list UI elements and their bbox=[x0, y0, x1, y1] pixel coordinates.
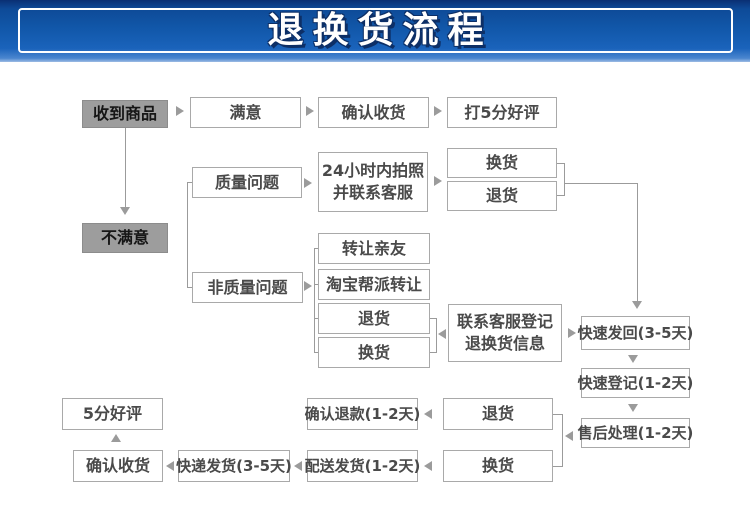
header-banner: 退换货流程 bbox=[0, 0, 750, 62]
connector-line bbox=[564, 183, 637, 184]
arrow-left-icon bbox=[166, 461, 174, 471]
connector-line bbox=[564, 163, 565, 196]
arrow-right-icon bbox=[304, 281, 312, 291]
node-fast-register: 快速登记(1-2天) bbox=[578, 368, 693, 398]
connector-line bbox=[314, 248, 315, 352]
arrow-right-icon bbox=[568, 328, 576, 338]
node-exchange-quality: 换货 bbox=[447, 148, 557, 178]
node-taobao-group-transfer: 淘宝帮派转让 bbox=[318, 269, 430, 300]
node-return-quality: 退货 bbox=[447, 181, 557, 211]
arrow-down-icon bbox=[632, 301, 642, 309]
connector-line bbox=[187, 182, 192, 183]
connector-line bbox=[125, 128, 126, 207]
header-border: 退换货流程 bbox=[18, 8, 733, 53]
node-5-star-review: 5分好评 bbox=[62, 398, 163, 430]
node-confirm-receipt-top: 确认收货 bbox=[318, 97, 429, 128]
arrow-right-icon bbox=[434, 176, 442, 186]
arrow-right-icon bbox=[304, 178, 312, 188]
node-label-line2: 退换货信息 bbox=[464, 334, 545, 353]
node-confirm-refund: 确认退款(1-2天) bbox=[305, 398, 420, 430]
node-return-bottom: 退货 bbox=[443, 398, 553, 430]
connector-line bbox=[187, 182, 188, 287]
node-received-goods: 收到商品 bbox=[82, 100, 168, 128]
node-express-delivery: 快递发货(3-5天) bbox=[176, 450, 292, 482]
node-exchange-nonquality: 换货 bbox=[318, 337, 430, 368]
connector-line bbox=[430, 318, 436, 319]
arrow-down-icon bbox=[628, 355, 638, 363]
connector-line bbox=[436, 318, 437, 353]
connector-line bbox=[187, 287, 192, 288]
arrow-down-icon bbox=[628, 404, 638, 412]
node-label-line1: 24小时内拍照 bbox=[321, 161, 425, 181]
arrow-right-icon bbox=[434, 106, 442, 116]
connector-line bbox=[314, 284, 318, 285]
node-return-nonquality: 退货 bbox=[318, 303, 430, 334]
node-contact-customer-service: 联系客服登记 退换货信息 bbox=[448, 304, 562, 362]
arrow-left-icon bbox=[424, 461, 432, 471]
connector-line bbox=[553, 466, 562, 467]
arrow-right-icon bbox=[306, 106, 314, 116]
node-rate-5-stars: 打5分好评 bbox=[447, 97, 557, 128]
arrow-down-icon bbox=[120, 207, 130, 215]
node-transfer-to-friends: 转让亲友 bbox=[318, 233, 430, 264]
node-dispatch-delivery: 配送发货(1-2天) bbox=[305, 450, 420, 482]
connector-line bbox=[314, 248, 318, 249]
node-label-line2: 并联系客服 bbox=[332, 183, 413, 202]
node-exchange-bottom: 换货 bbox=[443, 450, 553, 482]
connector-line bbox=[557, 163, 564, 164]
arrow-left-icon bbox=[294, 461, 302, 471]
node-quality-issue: 质量问题 bbox=[192, 167, 302, 198]
connector-line bbox=[553, 414, 562, 415]
connector-line bbox=[314, 318, 318, 319]
node-aftersales-processing: 售后处理(1-2天) bbox=[578, 418, 693, 448]
node-fast-send-back: 快速发回(3-5天) bbox=[578, 316, 693, 350]
arrow-right-icon bbox=[176, 106, 184, 116]
arrow-left-icon bbox=[565, 431, 573, 441]
node-confirm-receipt-bottom: 确认收货 bbox=[73, 450, 163, 482]
arrow-up-icon bbox=[111, 434, 121, 442]
connector-line bbox=[637, 183, 638, 301]
arrow-left-icon bbox=[424, 409, 432, 419]
connector-line bbox=[314, 352, 318, 353]
node-non-quality-issue: 非质量问题 bbox=[192, 272, 303, 303]
node-photo-within-24h: 24小时内拍照 并联系客服 bbox=[318, 152, 428, 212]
page-title: 退换货流程 bbox=[267, 9, 493, 51]
node-unsatisfied: 不满意 bbox=[82, 223, 168, 253]
arrow-left-icon bbox=[438, 329, 446, 339]
connector-line bbox=[557, 195, 564, 196]
connector-line bbox=[562, 414, 563, 467]
node-label-line1: 联系客服登记 bbox=[456, 312, 553, 332]
node-satisfied: 满意 bbox=[190, 97, 301, 128]
connector-line bbox=[430, 352, 436, 353]
